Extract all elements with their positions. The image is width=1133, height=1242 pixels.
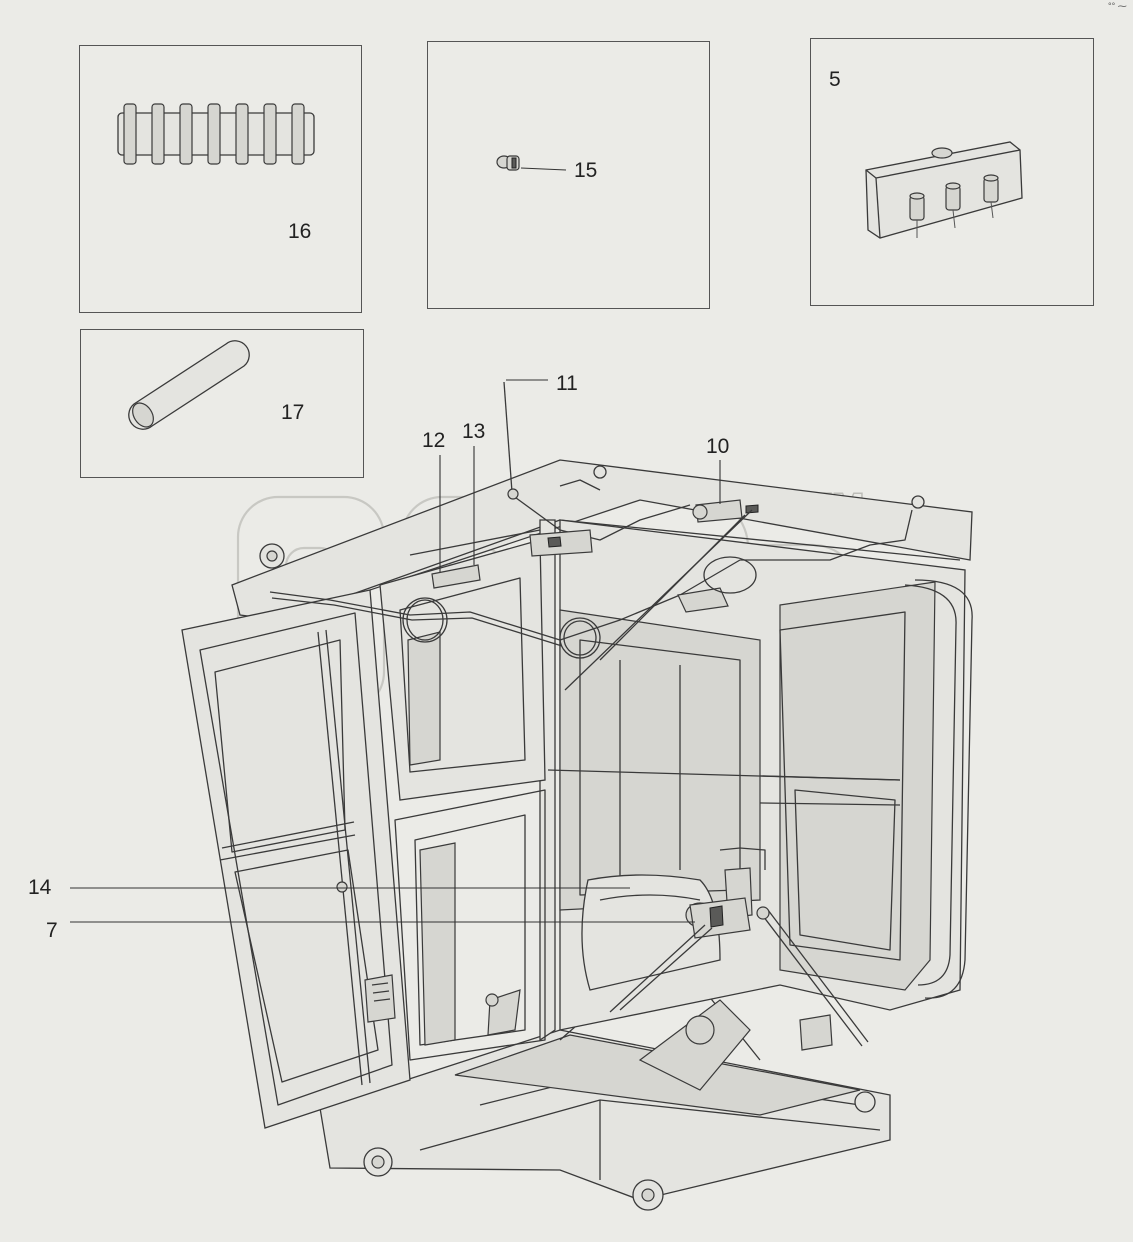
tube-part — [128, 340, 250, 430]
label-17: 17 — [281, 401, 305, 424]
relay-block-part — [865, 141, 1023, 239]
panel-fitting — [427, 41, 710, 309]
label-13: 13 — [462, 420, 486, 443]
cab-assembly — [181, 381, 973, 1211]
label-16: 16 — [288, 220, 312, 243]
label-11: 11 — [556, 372, 578, 395]
label-15: 15 — [574, 159, 598, 182]
corner-mark: °° ⁓ — [1108, 1, 1127, 11]
label-10: 10 — [706, 435, 730, 458]
panel-relay-block — [810, 38, 1094, 306]
label-7: 7 — [46, 919, 58, 942]
fitting-part — [496, 155, 567, 171]
label-5: 5 — [829, 68, 841, 91]
panel-tube — [80, 329, 364, 478]
panel-roller — [79, 45, 362, 313]
label-12: 12 — [422, 429, 446, 452]
label-14: 14 — [28, 876, 52, 899]
leader-lines — [70, 379, 721, 923]
roller-part — [117, 103, 315, 165]
